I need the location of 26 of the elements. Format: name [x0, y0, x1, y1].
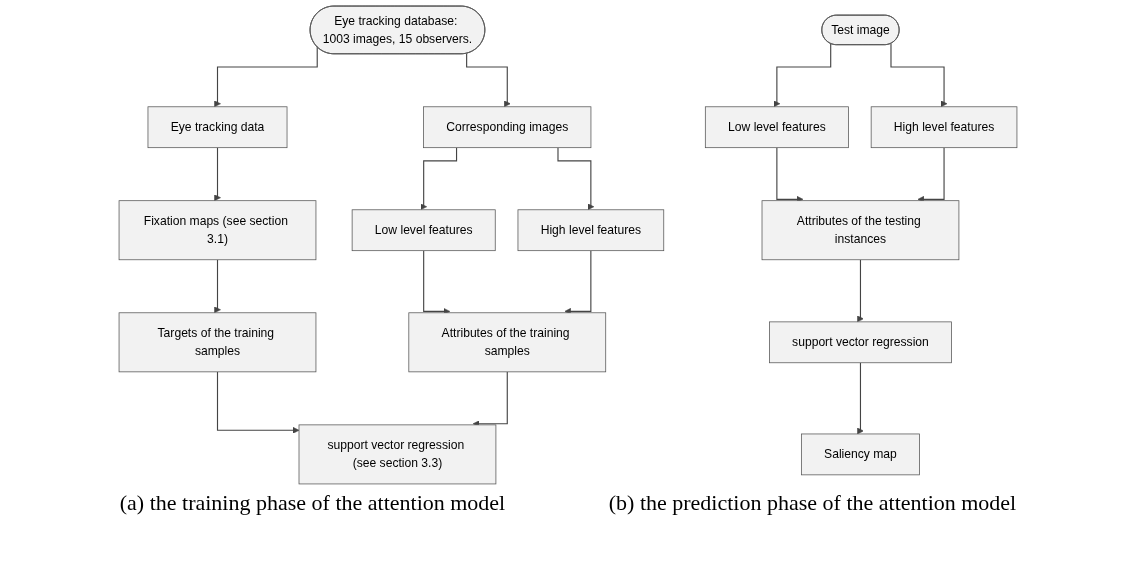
arrow [214, 147, 221, 201]
node-box: Low level features [704, 106, 849, 149]
arrow [466, 52, 511, 108]
arrow [890, 43, 948, 108]
node-box: support vector regression (see section 3.3) [298, 424, 497, 485]
arrow [773, 43, 832, 108]
arrow [420, 147, 458, 211]
caption: (a) the training phase of the attention model [119, 490, 506, 516]
node-box: High level features [517, 209, 665, 252]
node-box: Low level features [351, 209, 496, 252]
node-box: Eye tracking data [147, 106, 288, 149]
arrow [857, 362, 864, 435]
node-box: High level features [870, 106, 1018, 149]
arrow [214, 46, 318, 108]
caption: (b) the prediction phase of the attention model [608, 490, 1017, 516]
arrow [216, 371, 300, 434]
arrow [557, 147, 595, 211]
arrow [857, 259, 864, 323]
node-box: Saliency map [801, 433, 920, 476]
node-box: Attributes of the training samples [408, 312, 607, 373]
node-box: Fixation maps (see section 3.1) [118, 200, 317, 261]
node-box: support vector regression [769, 321, 952, 364]
node-box: Attributes of the testing instances [761, 200, 960, 261]
node-box: Corresponding images [423, 106, 592, 149]
arrow [214, 259, 221, 314]
node-box: Targets of the training samples [118, 312, 317, 373]
